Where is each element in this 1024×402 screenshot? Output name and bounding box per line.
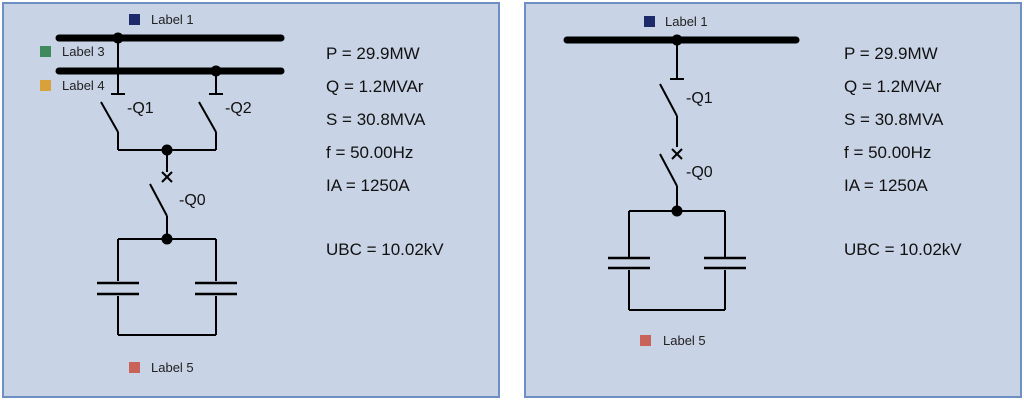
q1-label: -Q1 xyxy=(686,90,713,107)
label4-marker xyxy=(40,80,51,91)
left-single-line-diagram: Label 1 Label 3 Label 4 -Q1 -Q2 xyxy=(40,12,285,375)
label5-marker xyxy=(640,335,651,346)
meas-ia: IA = 1250A xyxy=(844,176,928,195)
q0-label: -Q0 xyxy=(686,164,713,181)
meas-q: Q = 1.2MVAr xyxy=(844,77,942,96)
label1-text: Label 1 xyxy=(665,14,708,29)
label1-marker xyxy=(129,14,140,25)
meas-s: S = 30.8MVA xyxy=(326,110,426,129)
label5-text: Label 5 xyxy=(663,333,706,348)
right-diagram-panel: Label 1 -Q1 -Q0 xyxy=(524,2,1022,398)
meas-p: P = 29.9MW xyxy=(326,44,420,63)
label1-text: Label 1 xyxy=(151,12,194,27)
disconnector-q2 xyxy=(198,71,223,150)
capacitor-bank xyxy=(97,238,237,336)
q1-label: -Q1 xyxy=(127,100,154,117)
meas-ubc: UBC = 10.02kV xyxy=(844,240,962,259)
q2-label: -Q2 xyxy=(225,100,252,117)
meas-p: P = 29.9MW xyxy=(844,44,938,63)
meas-f: f = 50.00Hz xyxy=(326,143,414,162)
circuit-breaker-q0 xyxy=(659,148,683,211)
label4-text: Label 4 xyxy=(62,78,105,93)
label5-text: Label 5 xyxy=(151,360,194,375)
right-single-line-diagram: Label 1 -Q1 -Q0 xyxy=(563,14,800,348)
meas-ia: IA = 1250A xyxy=(326,176,410,195)
q0-label: -Q0 xyxy=(179,192,206,209)
meas-f: f = 50.00Hz xyxy=(844,143,932,162)
circuit-breaker-q0 xyxy=(149,150,173,239)
label3-text: Label 3 xyxy=(62,44,105,59)
meas-s: S = 30.8MVA xyxy=(844,110,944,129)
label3-marker xyxy=(40,46,51,57)
disconnector-q1 xyxy=(100,38,125,150)
capacitor-bank xyxy=(608,210,746,311)
left-diagram-panel: Label 1 Label 3 Label 4 -Q1 -Q2 xyxy=(2,2,500,398)
meas-q: Q = 1.2MVAr xyxy=(326,77,424,96)
label5-marker xyxy=(129,362,140,373)
label1-marker xyxy=(644,16,655,27)
meas-ubc: UBC = 10.02kV xyxy=(326,240,444,259)
disconnector-q1 xyxy=(659,40,684,147)
